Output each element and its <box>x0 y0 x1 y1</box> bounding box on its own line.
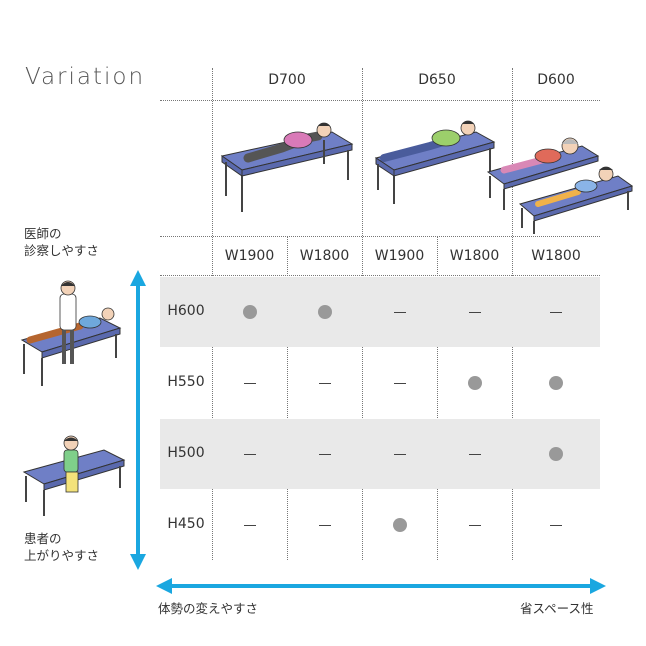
dash-icon <box>550 524 562 526</box>
unavailable-dash <box>364 373 436 393</box>
unavailable-dash <box>364 302 436 322</box>
dash-icon <box>469 453 481 455</box>
row-band-h500 <box>160 419 600 489</box>
dot-icon <box>549 376 563 390</box>
width-header: W1900 <box>374 248 425 264</box>
dot-icon <box>243 305 257 319</box>
available-dot <box>214 302 286 322</box>
unavailable-dash <box>289 515 361 535</box>
dash-icon <box>394 311 406 313</box>
dash-icon <box>244 524 256 526</box>
doctor-examination-illustration <box>20 280 122 386</box>
height-label: H600 <box>167 303 205 319</box>
width-header: W1900 <box>224 248 275 264</box>
grid-line <box>437 236 438 560</box>
height-label: H550 <box>167 374 205 390</box>
depth-header-d600: D600 <box>537 72 575 88</box>
dash-icon <box>319 524 331 526</box>
dash-icon <box>469 311 481 313</box>
unavailable-dash <box>439 302 511 322</box>
available-dot <box>289 302 361 322</box>
unavailable-dash <box>520 302 592 322</box>
dash-icon <box>550 311 562 313</box>
grid-line <box>287 236 288 560</box>
left-bottom-label: 患者の 上がりやすさ <box>24 531 100 563</box>
grid-line <box>160 100 600 101</box>
dash-icon <box>244 382 256 384</box>
unavailable-dash <box>439 444 511 464</box>
page-title: Variation <box>25 64 146 90</box>
unavailable-dash <box>520 515 592 535</box>
patient-sitting-illustration <box>22 435 126 516</box>
unavailable-dash <box>214 373 286 393</box>
width-header: W1800 <box>531 248 581 264</box>
left-top-label: 医師の 診察しやすさ <box>24 226 99 258</box>
width-header: W1800 <box>449 248 500 264</box>
height-label: H500 <box>167 445 205 461</box>
vertical-arrow-icon <box>130 270 146 570</box>
dash-icon <box>469 524 481 526</box>
dash-icon <box>244 453 256 455</box>
dot-icon <box>468 376 482 390</box>
bed-illustration-d600 <box>486 137 634 234</box>
unavailable-dash <box>289 373 361 393</box>
bottom-left-label: 体勢の変えやすさ <box>158 601 259 616</box>
depth-header-d650: D650 <box>418 72 456 88</box>
unavailable-dash <box>289 444 361 464</box>
available-dot <box>520 373 592 393</box>
dot-icon <box>318 305 332 319</box>
bottom-right-label: 省スペース性 <box>520 601 594 616</box>
horizontal-arrow-icon <box>156 578 606 594</box>
available-dot <box>364 515 436 535</box>
dash-icon <box>319 453 331 455</box>
row-band-h600 <box>160 277 600 347</box>
depth-header-d700: D700 <box>268 72 306 88</box>
unavailable-dash <box>439 515 511 535</box>
unavailable-dash <box>214 515 286 535</box>
dash-icon <box>394 453 406 455</box>
dot-icon <box>549 447 563 461</box>
dash-icon <box>394 382 406 384</box>
unavailable-dash <box>364 444 436 464</box>
grid-line <box>160 275 600 276</box>
available-dot <box>520 444 592 464</box>
bed-illustration-d700 <box>220 122 354 212</box>
dot-icon <box>393 518 407 532</box>
height-label: H450 <box>167 516 205 532</box>
grid-line <box>160 236 600 237</box>
unavailable-dash <box>214 444 286 464</box>
width-header: W1800 <box>299 248 350 264</box>
dash-icon <box>319 382 331 384</box>
available-dot <box>439 373 511 393</box>
bed-illustration-d650 <box>374 120 496 204</box>
